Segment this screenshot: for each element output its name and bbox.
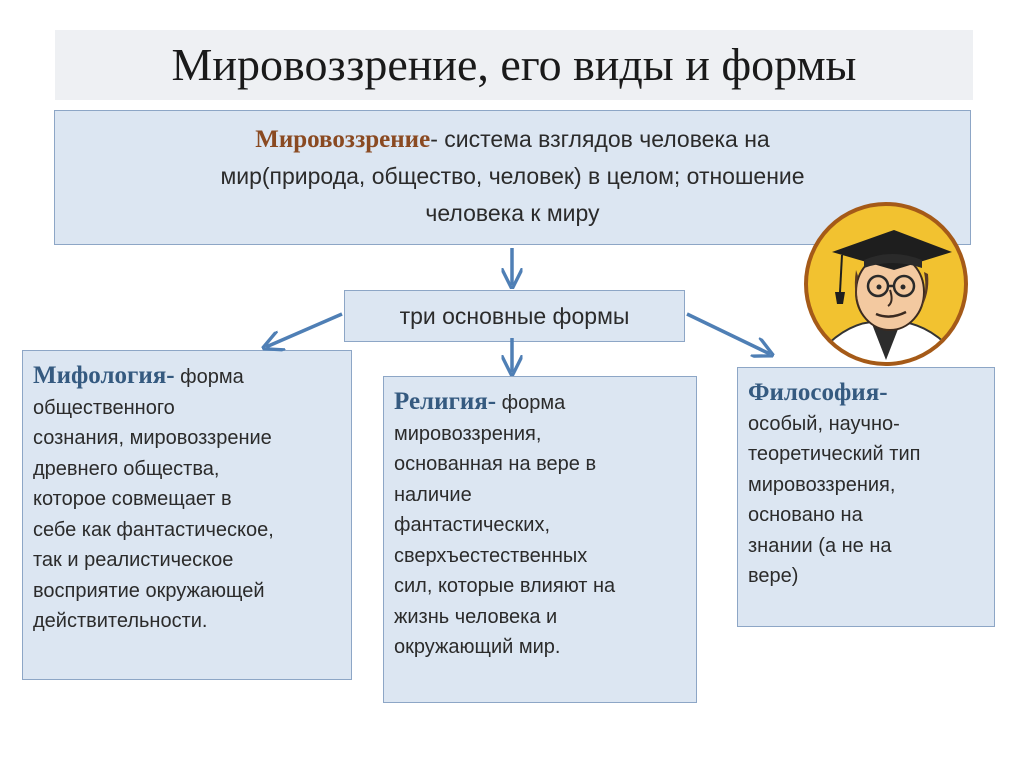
form-term-mythology: Мифология- bbox=[33, 362, 175, 389]
form-line: восприятие окружающей bbox=[33, 579, 265, 602]
form-line: сознания, мировоззрение bbox=[33, 427, 272, 449]
form-line: древнего общества, bbox=[33, 457, 220, 480]
form-line: мировоззрения, bbox=[748, 473, 896, 496]
form-line: особый, научно- bbox=[748, 412, 900, 435]
definition-term: Мировоззрение bbox=[255, 126, 431, 153]
form-term-religion: Религия- bbox=[394, 388, 497, 415]
form-line: форма bbox=[496, 392, 566, 414]
form-line: вере) bbox=[748, 565, 799, 587]
form-line: действительности. bbox=[33, 610, 208, 632]
definition-line-2: мир(природа, общество, человек) в целом;… bbox=[220, 163, 805, 189]
form-line: основано на bbox=[748, 504, 863, 526]
form-card-religion: Религия- форма мировоззрения, основанная… bbox=[383, 376, 697, 703]
form-line: наличие bbox=[394, 483, 472, 506]
page-title: Мировоззрение, его виды и формы bbox=[171, 39, 857, 90]
form-line: жизнь человека и bbox=[394, 605, 558, 628]
form-card-mythology: Мифология- форма общественного сознания,… bbox=[22, 350, 352, 680]
form-term-philosophy: Философия- bbox=[748, 379, 888, 406]
form-line: теоретический тип bbox=[748, 443, 921, 465]
definition-box: Мировоззрение- система взглядов человека… bbox=[54, 110, 971, 245]
form-line: сил, которые влияют на bbox=[394, 575, 616, 597]
form-line: окружающий мир. bbox=[394, 636, 561, 658]
form-line: которое совмещает в bbox=[33, 488, 232, 510]
form-line: мировоззрения, bbox=[394, 422, 542, 445]
form-line: основанная на вере в bbox=[394, 453, 597, 475]
definition-line-1: - система взглядов человека на bbox=[430, 126, 770, 152]
professor-portrait-icon bbox=[804, 202, 968, 366]
definition-line-3: человека к миру bbox=[425, 200, 600, 226]
form-line: так и реалистическое bbox=[33, 549, 234, 571]
forms-label: три основные формы bbox=[399, 303, 630, 329]
form-line: общественного bbox=[33, 396, 175, 419]
form-line: форма bbox=[174, 366, 244, 388]
form-line: фантастических, bbox=[394, 514, 551, 536]
form-line: себе как фантастическое, bbox=[33, 518, 274, 541]
arrow-forms-to-philosophy bbox=[686, 312, 770, 354]
forms-label-box: три основные формы bbox=[344, 290, 685, 342]
form-line: сверхъестественных bbox=[394, 544, 588, 567]
form-line: знании (а не на bbox=[748, 534, 892, 557]
title-bar: Мировоззрение, его виды и формы bbox=[55, 30, 973, 100]
arrow-forms-to-mythology bbox=[266, 312, 343, 347]
form-card-philosophy: Философия- особый, научно- теоретический… bbox=[737, 367, 995, 627]
